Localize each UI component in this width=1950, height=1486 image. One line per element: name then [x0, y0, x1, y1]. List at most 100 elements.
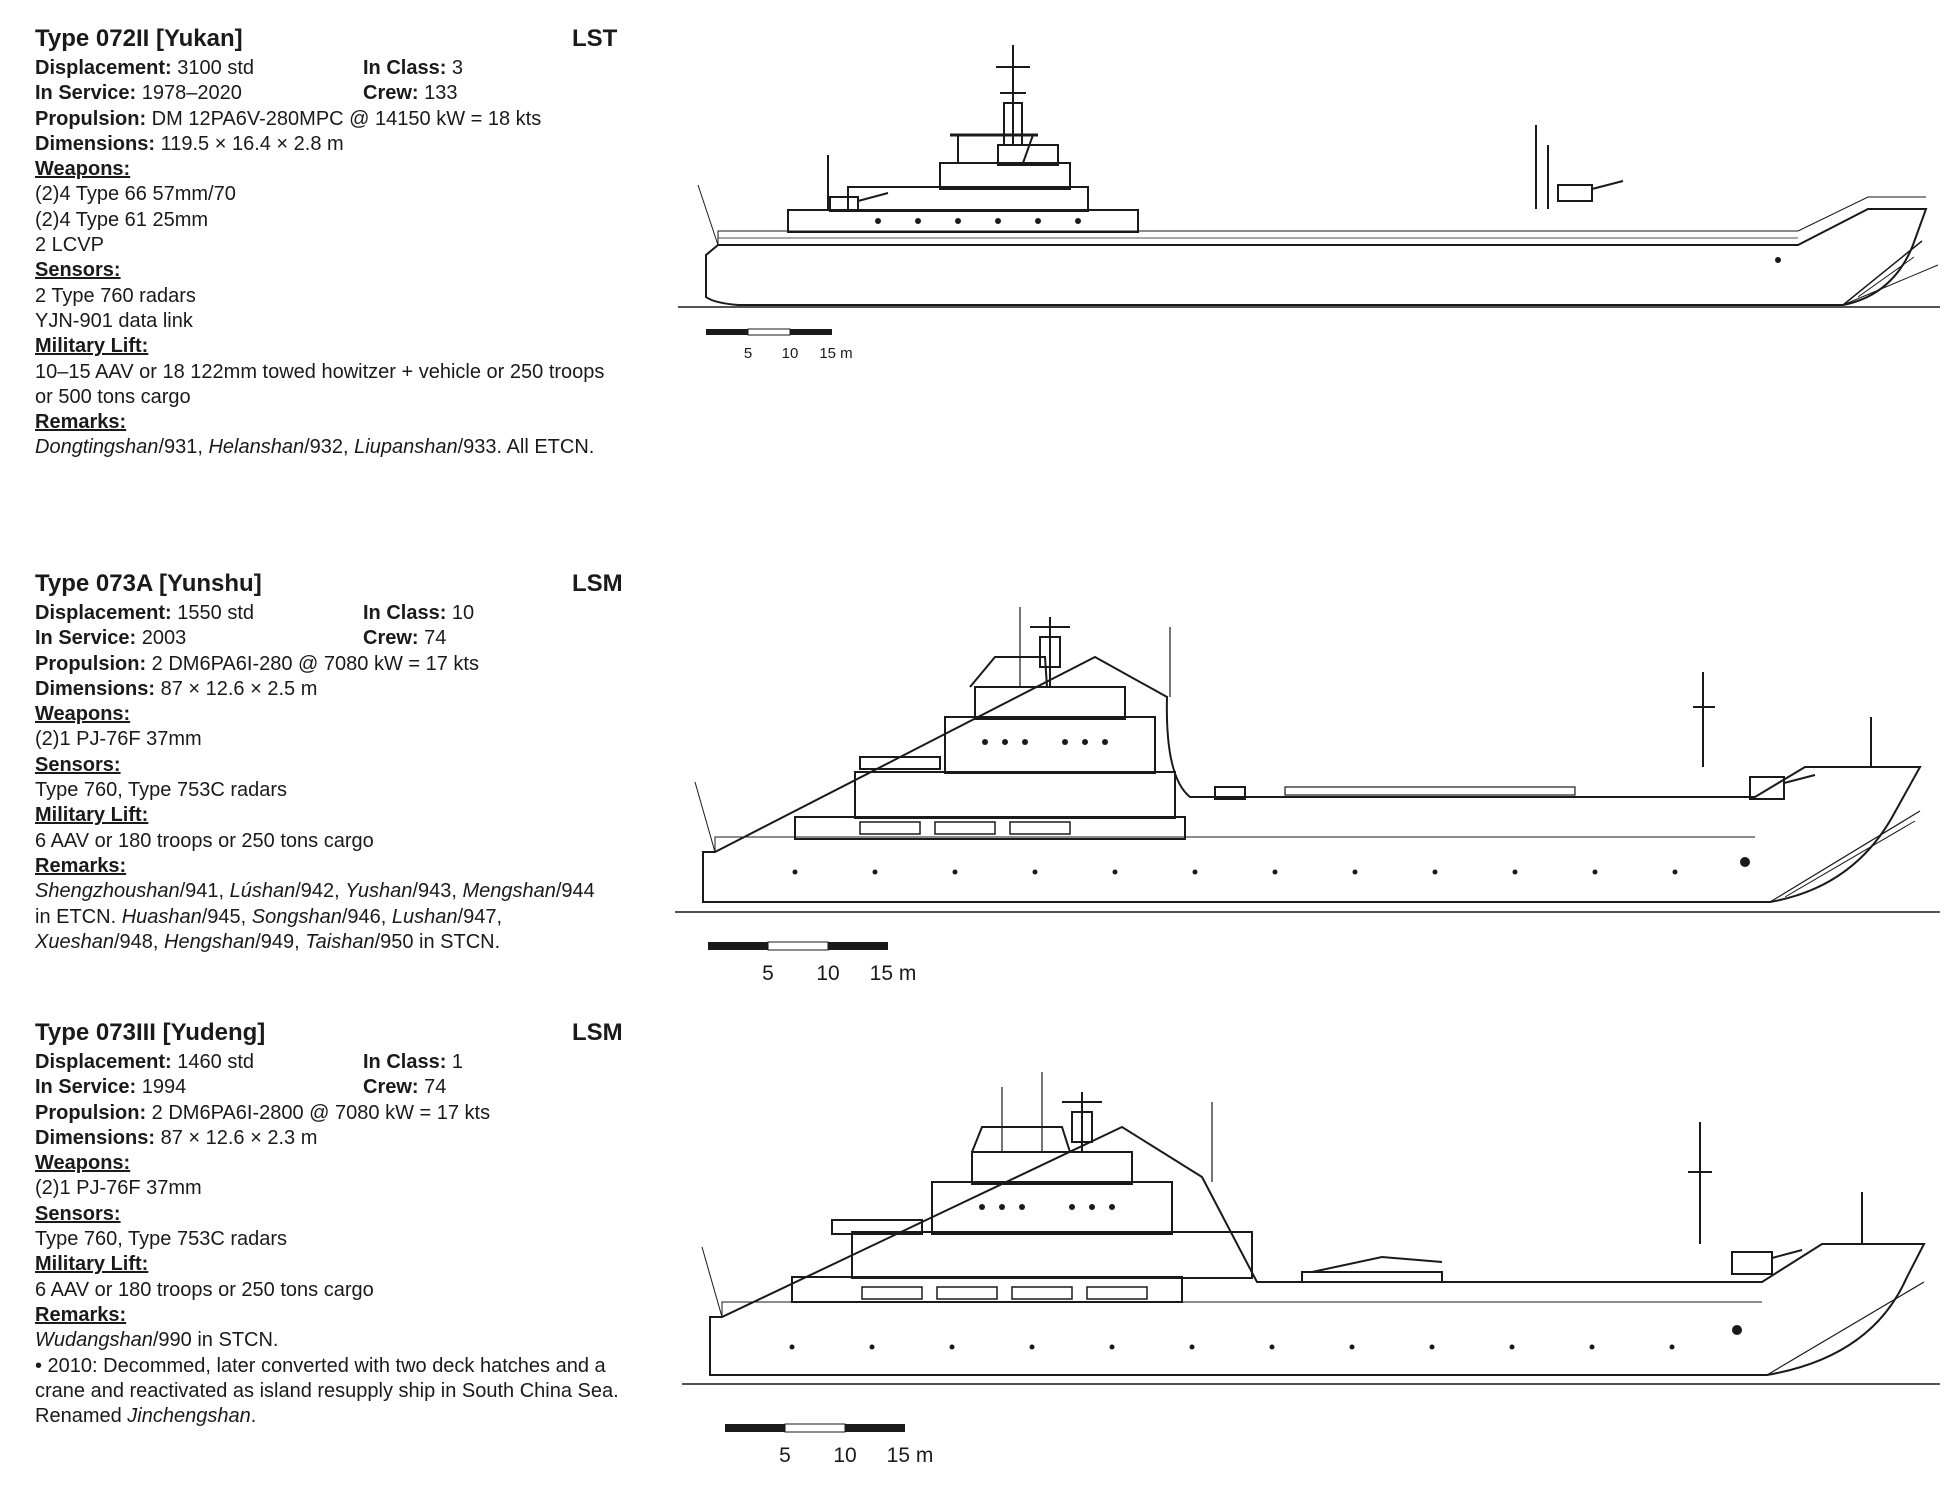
dimensions-row: Dimensions: 119.5 × 16.4 × 2.8 m [35, 132, 655, 157]
displacement-row: Displacement: 1550 std In Class: 10 [35, 601, 655, 626]
crew-label: Crew: [363, 1076, 419, 1099]
displacement-value: 3100 std [171, 57, 255, 79]
ship-type-code: LSM [572, 570, 623, 597]
scale-label: 15 m [887, 1444, 934, 1467]
ship-name: Liupanshan [354, 436, 458, 459]
in-service-value: 2003 [136, 627, 187, 650]
weapons-item: (2)1 PJ-76F 37mm [35, 1177, 202, 1200]
remarks-text: in ETCN. Huashan/945, Songshan/946, Lush… [35, 905, 655, 930]
scale-label: 10 [833, 1444, 856, 1467]
scale-label: 15 m [819, 345, 852, 362]
remarks-fragment: Renamed [35, 1405, 128, 1428]
ship-name: Huashan [121, 905, 202, 928]
scale-label: 5 [744, 345, 752, 362]
ship-name: Lushan [391, 905, 458, 928]
ship-profile-svg: 5 10 15 m [675, 607, 1940, 985]
scale-label: 10 [782, 345, 799, 362]
remarks-fragment: /943, [412, 880, 463, 903]
in-class-label: In Class: [363, 57, 447, 79]
propulsion-row: Propulsion: DM 12PA6V-280MPC @ 14150 kW … [35, 107, 655, 132]
dimensions-value: 119.5 × 16.4 × 2.8 m [155, 132, 344, 155]
displacement-label: Displacement: [35, 602, 172, 624]
in-class-field: In Class: 3 [363, 56, 463, 81]
weapons-item: 2 LCVP [35, 234, 104, 257]
crew-field: Crew: 133 [363, 81, 458, 106]
remarks-fragment: /932, [304, 436, 355, 459]
in-class-value: 10 [446, 602, 475, 624]
ship-profile-drawing-yunshu: 5 10 15 m [675, 597, 1940, 989]
scale-bar [706, 328, 832, 336]
in-service-row: In Service: 1978–2020 Crew: 133 [35, 81, 655, 106]
remarks-fragment: /933. All ETCN. [457, 436, 595, 459]
in-class-value: 3 [446, 57, 464, 79]
ship-name: Wudangshan [35, 1329, 153, 1352]
dimensions-row: Dimensions: 87 × 12.6 × 2.5 m [35, 677, 655, 702]
crew-label: Crew: [363, 82, 419, 105]
military-lift-item: 10–15 AAV or 18 122mm towed howitzer + v… [35, 360, 605, 383]
propulsion-value: 2 DM6PA6I-2800 @ 7080 kW = 17 kts [146, 1101, 491, 1124]
remarks-fragment: /942, [295, 880, 346, 903]
sensors-heading: Sensors: [35, 1202, 121, 1225]
remarks-text: • 2010: Decommed, later converted with t… [35, 1354, 606, 1377]
ship-name: Jinchengshan [127, 1405, 251, 1428]
ship-entry-yunshu: Type 073A [Yunshu] LSM Displacement: 155… [35, 571, 655, 955]
ship-outline [675, 607, 1940, 913]
scale-label: 5 [779, 1444, 791, 1467]
military-lift-item: 6 AAV or 180 troops or 250 tons cargo [35, 1278, 374, 1301]
weapons-heading: Weapons: [35, 1152, 131, 1175]
military-lift-heading: Military Lift: [35, 1253, 149, 1276]
in-service-label: In Service: [35, 1076, 137, 1099]
remarks-text: Shengzhoushan/941, Lúshan/942, Yushan/94… [35, 879, 655, 904]
entry-header: Type 072II [Yukan] LST [35, 26, 655, 56]
displacement-label: Displacement: [35, 57, 172, 79]
entry-header: Type 073III [Yudeng] LSM [35, 1020, 655, 1050]
dimensions-value: 87 × 12.6 × 2.3 m [155, 1126, 318, 1149]
in-class-field: In Class: 1 [363, 1050, 463, 1075]
scale-bar [725, 1423, 905, 1433]
remarks-heading: Remarks: [35, 854, 127, 877]
displacement-row: Displacement: 1460 std In Class: 1 [35, 1050, 655, 1075]
weapons-heading: Weapons: [35, 703, 131, 726]
sensors-item: Type 760, Type 753C radars [35, 779, 288, 802]
ship-title: Type 072II [Yukan] [35, 25, 243, 52]
in-service-row: In Service: 1994 Crew: 74 [35, 1075, 655, 1100]
scale-label: 10 [816, 962, 839, 985]
portholes [789, 1204, 1742, 1350]
propulsion-row: Propulsion: 2 DM6PA6I-280 @ 7080 kW = 17… [35, 652, 655, 677]
ship-name: Yushan [345, 880, 413, 903]
ship-name: Helanshan [208, 436, 305, 459]
in-service-label: In Service: [35, 82, 137, 105]
in-service-label: In Service: [35, 627, 137, 650]
displacement-label: Displacement: [35, 1051, 172, 1073]
displacement-value: 1550 std [171, 602, 255, 624]
sensors-item: YJN-901 data link [35, 309, 193, 332]
scale-label: 5 [762, 962, 774, 985]
remarks-fragment: /990 in STCN. [152, 1329, 279, 1352]
ship-title: Type 073III [Yudeng] [35, 1019, 266, 1046]
military-lift-heading: Military Lift: [35, 335, 149, 358]
remarks-text: Wudangshan/990 in STCN. [35, 1328, 655, 1353]
ship-name: Lúshan [229, 880, 296, 903]
in-service-value: 1994 [136, 1076, 187, 1099]
ship-name: Hengshan [164, 930, 256, 953]
military-lift-heading: Military Lift: [35, 804, 149, 827]
remarks-fragment: /946, [341, 905, 392, 928]
remarks-fragment: /931, [158, 436, 209, 459]
propulsion-label: Propulsion: [35, 1101, 147, 1124]
military-lift-item: 6 AAV or 180 troops or 250 tons cargo [35, 829, 374, 852]
ship-profile-drawing-yukan: 5 10 15 m [678, 45, 1940, 375]
in-service-row: In Service: 2003 Crew: 74 [35, 626, 655, 651]
in-class-field: In Class: 10 [363, 601, 474, 626]
ship-profile-drawing-yudeng: 5 10 15 m [682, 1062, 1940, 1482]
ship-title: Type 073A [Yunshu] [35, 570, 262, 597]
ship-name: Mengshan [462, 880, 556, 903]
ship-entry-yukan: Type 072II [Yukan] LST Displacement: 310… [35, 26, 655, 461]
remarks-text: crane and reactivated as island resupply… [35, 1379, 619, 1402]
entry-header: Type 073A [Yunshu] LSM [35, 571, 655, 601]
in-service-value: 1978–2020 [136, 82, 242, 105]
dimensions-label: Dimensions: [35, 1126, 156, 1149]
in-class-value: 1 [446, 1051, 464, 1073]
dimensions-row: Dimensions: 87 × 12.6 × 2.3 m [35, 1126, 655, 1151]
dimensions-value: 87 × 12.6 × 2.5 m [155, 677, 318, 700]
crew-label: Crew: [363, 627, 419, 650]
